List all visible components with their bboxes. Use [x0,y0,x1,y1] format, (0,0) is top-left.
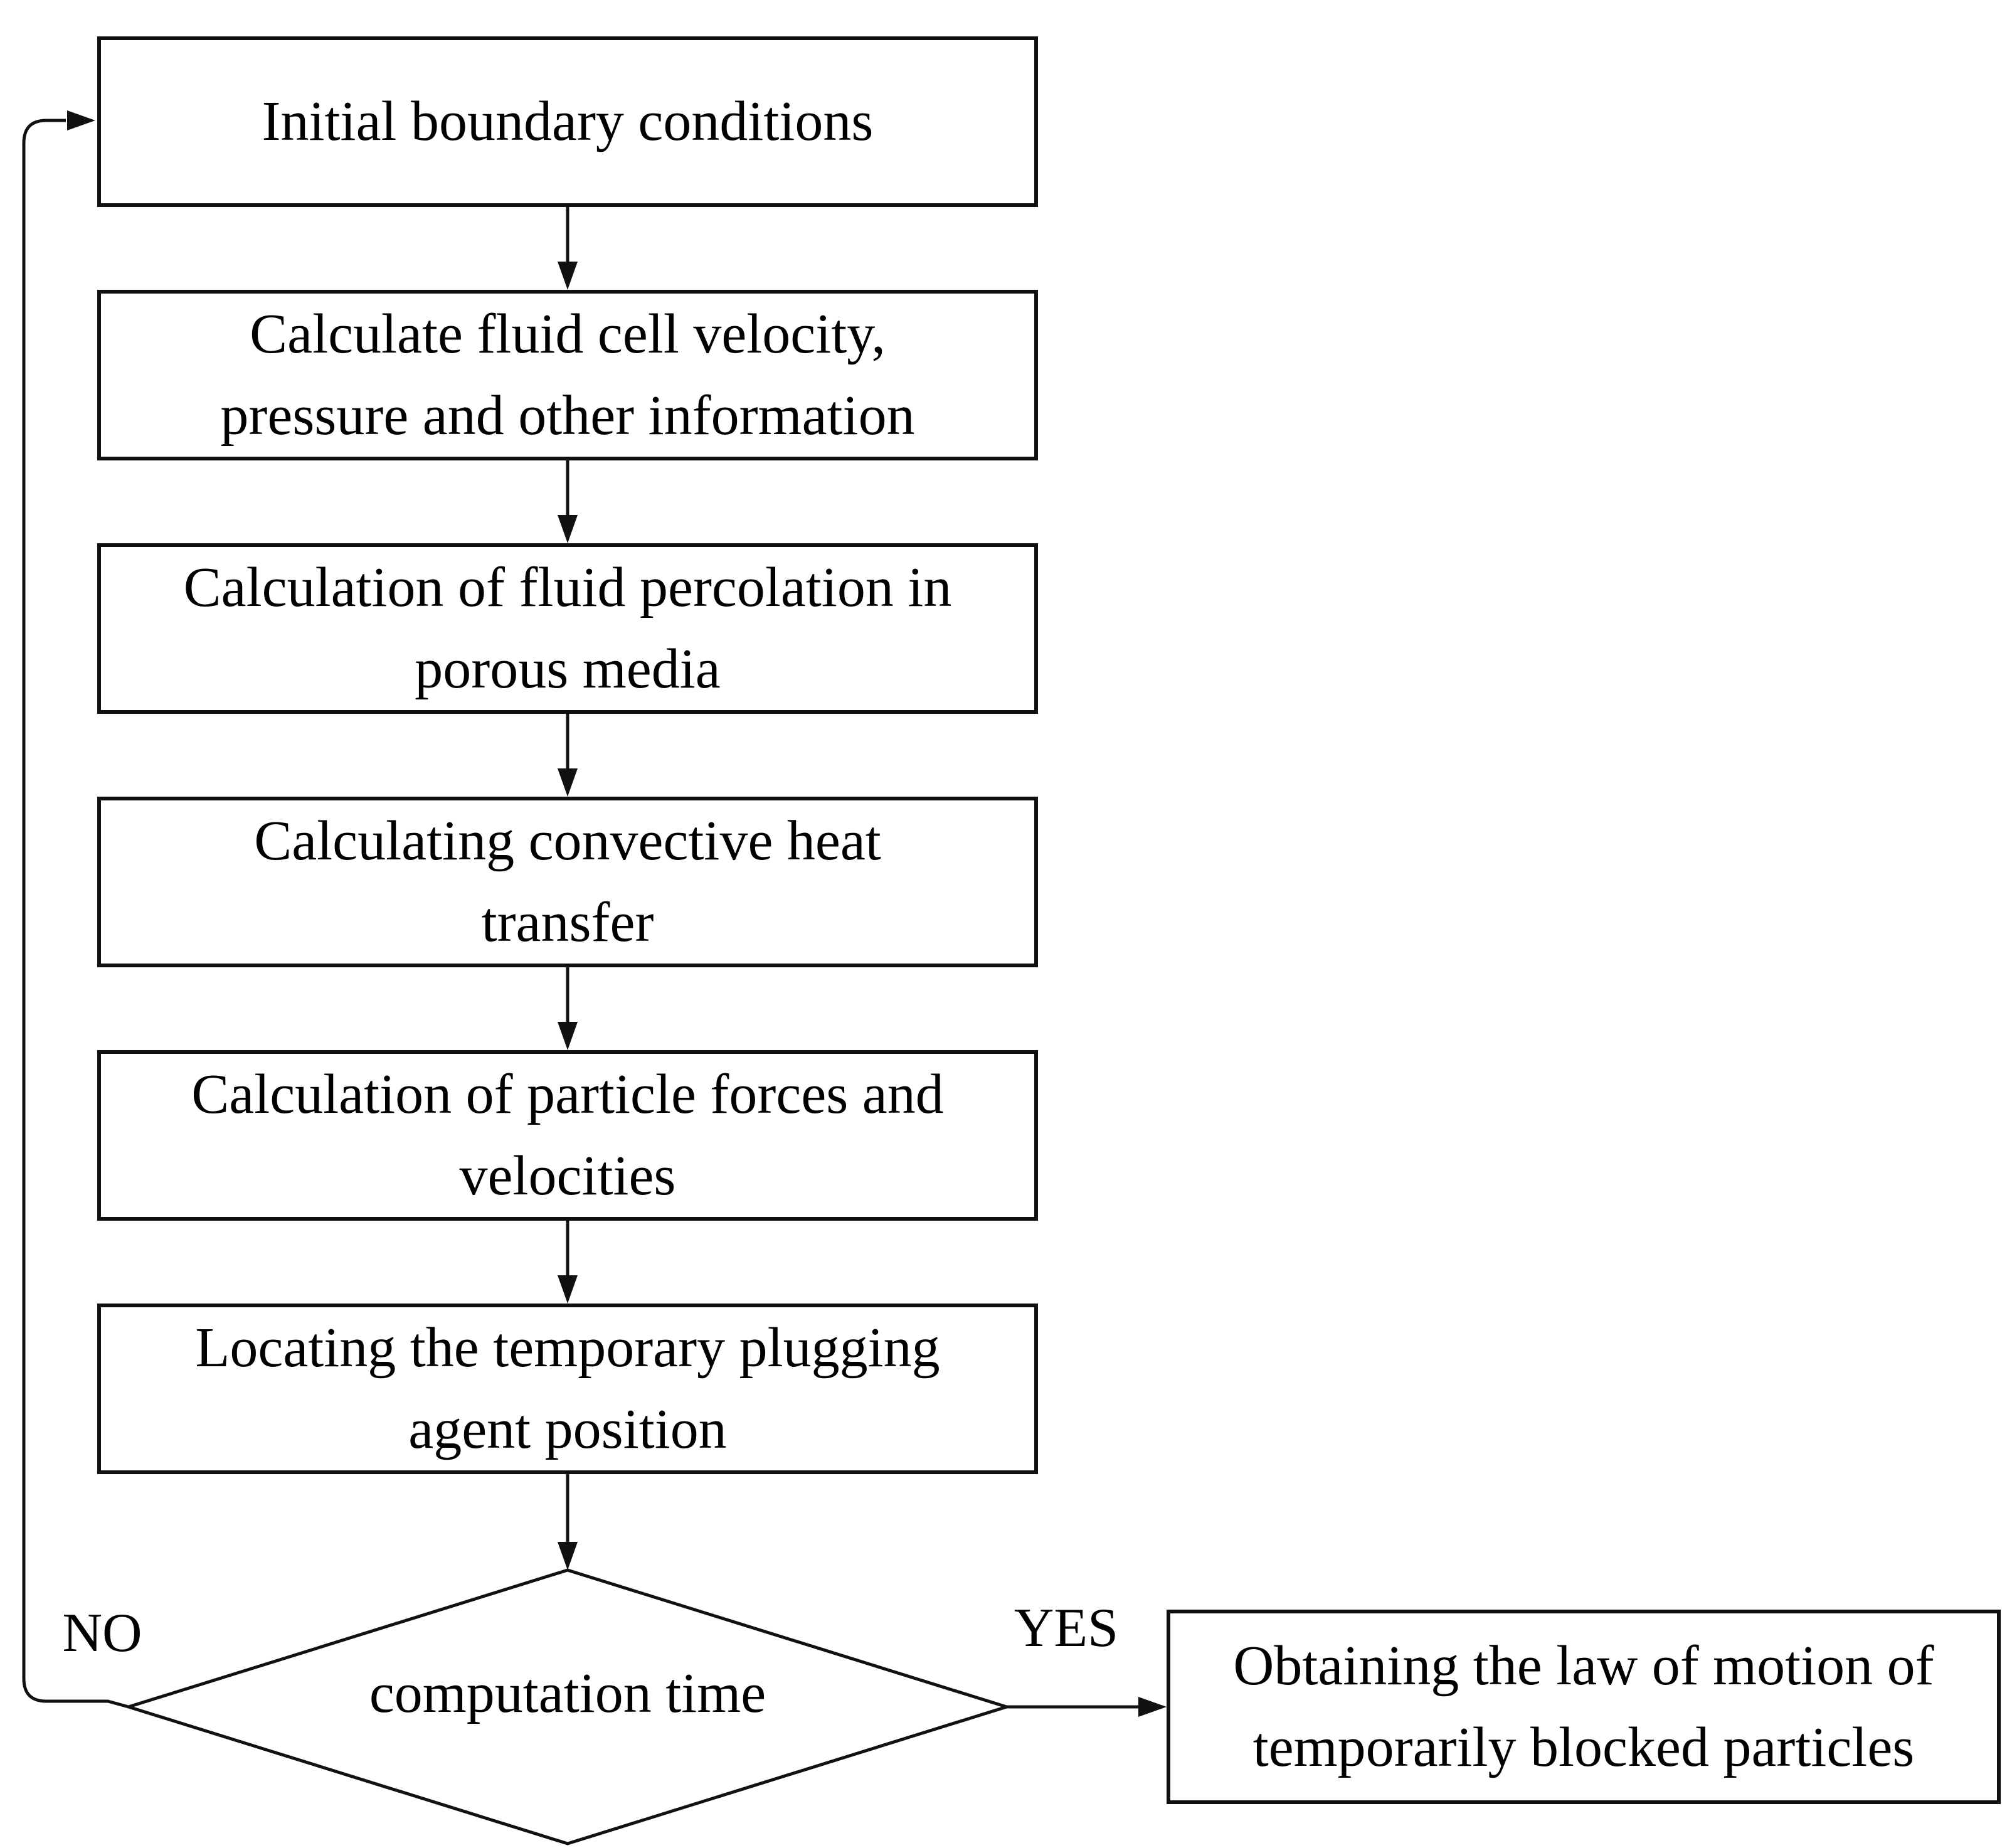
box-initial-conditions: Initial boundary conditions [97,36,1038,207]
decision-label: computation time [369,1662,766,1724]
arrow-no-head [67,110,95,130]
arrow-down-2-head [558,515,578,543]
box-particle-forces-label: Calculation of particle forces and veloc… [191,1063,944,1208]
box-result: Obtaining the law of motion of temporari… [1167,1610,2001,1804]
box-plugging-position: Locating the temporary plugging agent po… [97,1304,1038,1474]
arrow-down-6-head [558,1542,578,1570]
arrow-yes-head [1138,1697,1167,1717]
feedback-path-no [22,119,129,1709]
box-fluid-cell: Calculate fluid cell velocity, pressure … [97,290,1038,460]
box-initial-conditions-label: Initial boundary conditions [262,90,874,152]
box-heat-transfer: Calculating convective heat transfer [97,797,1038,967]
box-particle-forces: Calculation of particle forces and veloc… [97,1050,1038,1221]
box-result-label: Obtaining the law of motion of temporari… [1233,1634,1934,1779]
label-yes: YES [1014,1598,1119,1659]
decision-diamond [127,1568,1009,1845]
box-percolation: Calculation of fluid percolation in poro… [97,543,1038,714]
arrow-down-5-head [558,1275,578,1304]
arrow-down-4-head [558,1022,578,1050]
arrow-down-1-head [558,262,578,290]
box-percolation-label: Calculation of fluid percolation in poro… [183,556,952,701]
arrow-down-3-head [558,768,578,797]
box-fluid-cell-label: Calculate fluid cell velocity, pressure … [220,302,915,447]
box-plugging-position-label: Locating the temporary plugging agent po… [195,1316,940,1461]
label-no: NO [62,1603,142,1664]
box-heat-transfer-label: Calculating convective heat transfer [254,809,881,954]
